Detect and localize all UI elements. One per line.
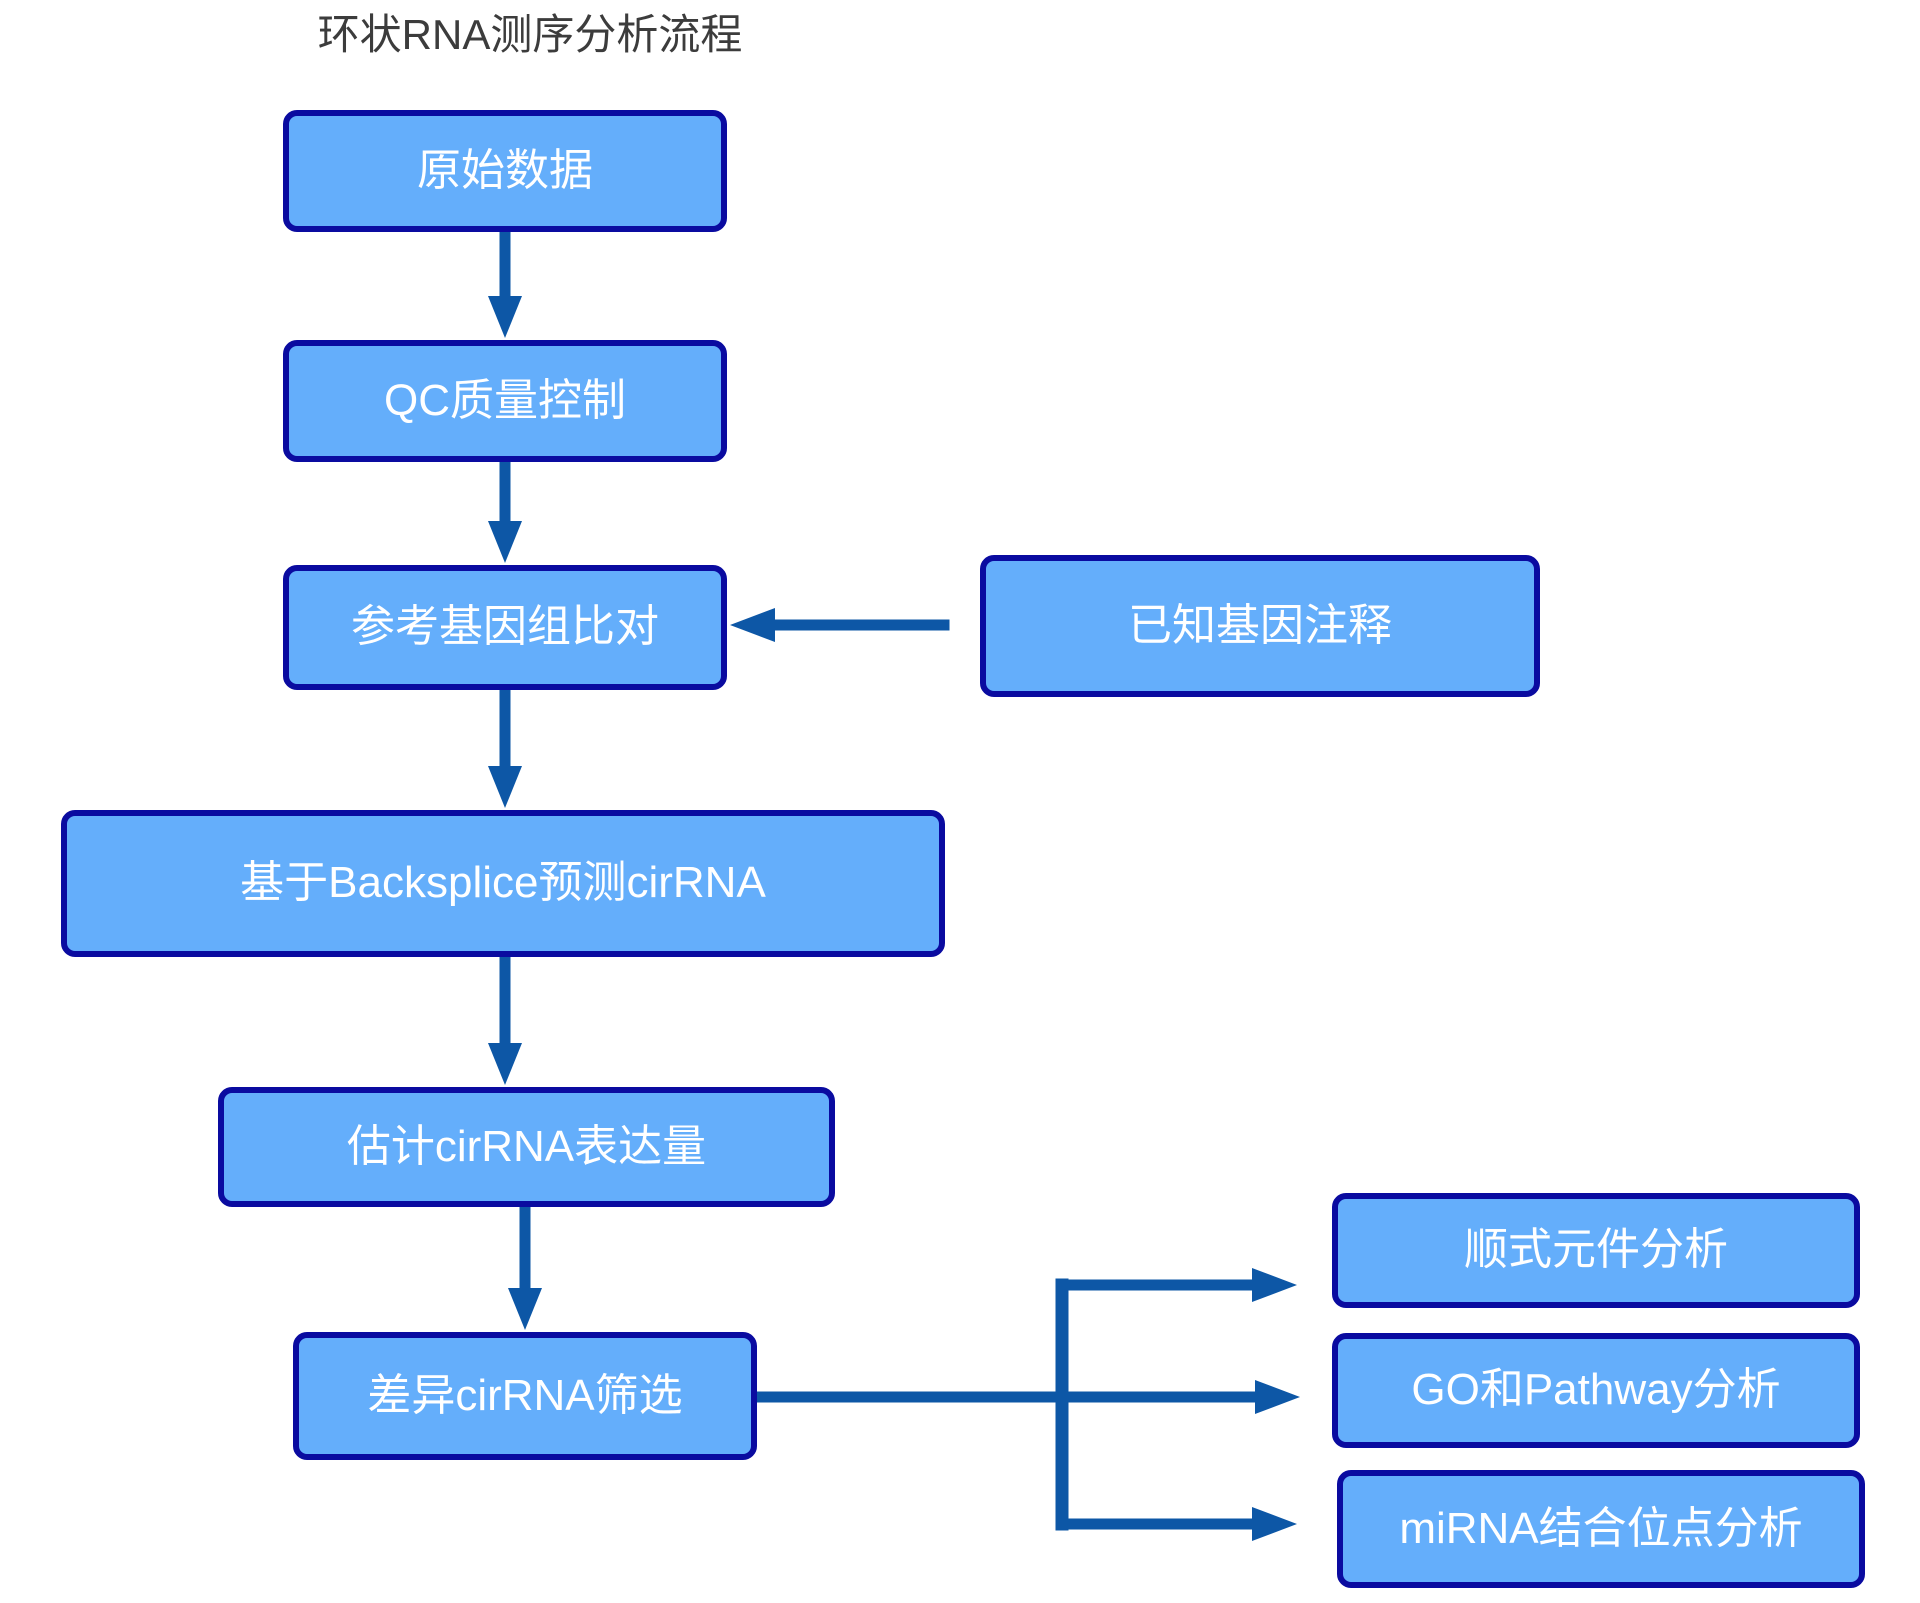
node-known-gene-annotation-label: 已知基因注释 [1128,600,1392,650]
node-reference-genome-alignment: 参考基因组比对 [283,565,727,690]
arrow-raw-to-qc [488,226,522,338]
node-cis-element-analysis: 顺式元件分析 [1332,1193,1860,1308]
arrow-diff-to-go-pathway [751,1380,1300,1414]
node-raw-data: 原始数据 [283,110,727,232]
node-go-pathway-analysis-label: GO和Pathway分析 [1411,1365,1781,1415]
node-backsplice-prediction: 基于Backsplice预测cirRNA [61,810,945,957]
arrow-expression-to-diff [508,1201,542,1330]
node-backsplice-prediction-label: 基于Backsplice预测cirRNA [240,858,766,908]
node-cirrna-expression-estimation-label: 估计cirRNA表达量 [346,1121,707,1171]
node-mirna-binding-site-analysis: miRNA结合位点分析 [1337,1470,1865,1588]
arrow-diff-to-cis [1056,1268,1297,1302]
diagram-title: 环状RNA测序分析流程 [317,11,743,58]
node-reference-genome-alignment-label: 参考基因组比对 [351,602,659,652]
node-cirrna-expression-estimation: 估计cirRNA表达量 [218,1087,835,1207]
arrow-qc-to-align [488,456,522,563]
node-known-gene-annotation: 已知基因注释 [980,555,1540,697]
node-cis-element-analysis-label: 顺式元件分析 [1464,1225,1728,1275]
arrow-annotation-to-align [730,608,950,642]
node-raw-data-label: 原始数据 [417,145,593,195]
node-differential-cirrna-screening-label: 差异cirRNA筛选 [367,1370,683,1420]
node-mirna-binding-site-analysis-label: miRNA结合位点分析 [1399,1503,1803,1553]
node-go-pathway-analysis: GO和Pathway分析 [1332,1333,1860,1448]
arrow-backsplice-to-expression [488,951,522,1085]
node-differential-cirrna-screening: 差异cirRNA筛选 [293,1332,757,1460]
arrow-diff-to-mirna [1056,1507,1297,1541]
node-qc-quality-control: QC质量控制 [283,340,727,462]
node-qc-quality-control-label: QC质量控制 [384,375,626,425]
arrow-align-to-backsplice [488,684,522,808]
